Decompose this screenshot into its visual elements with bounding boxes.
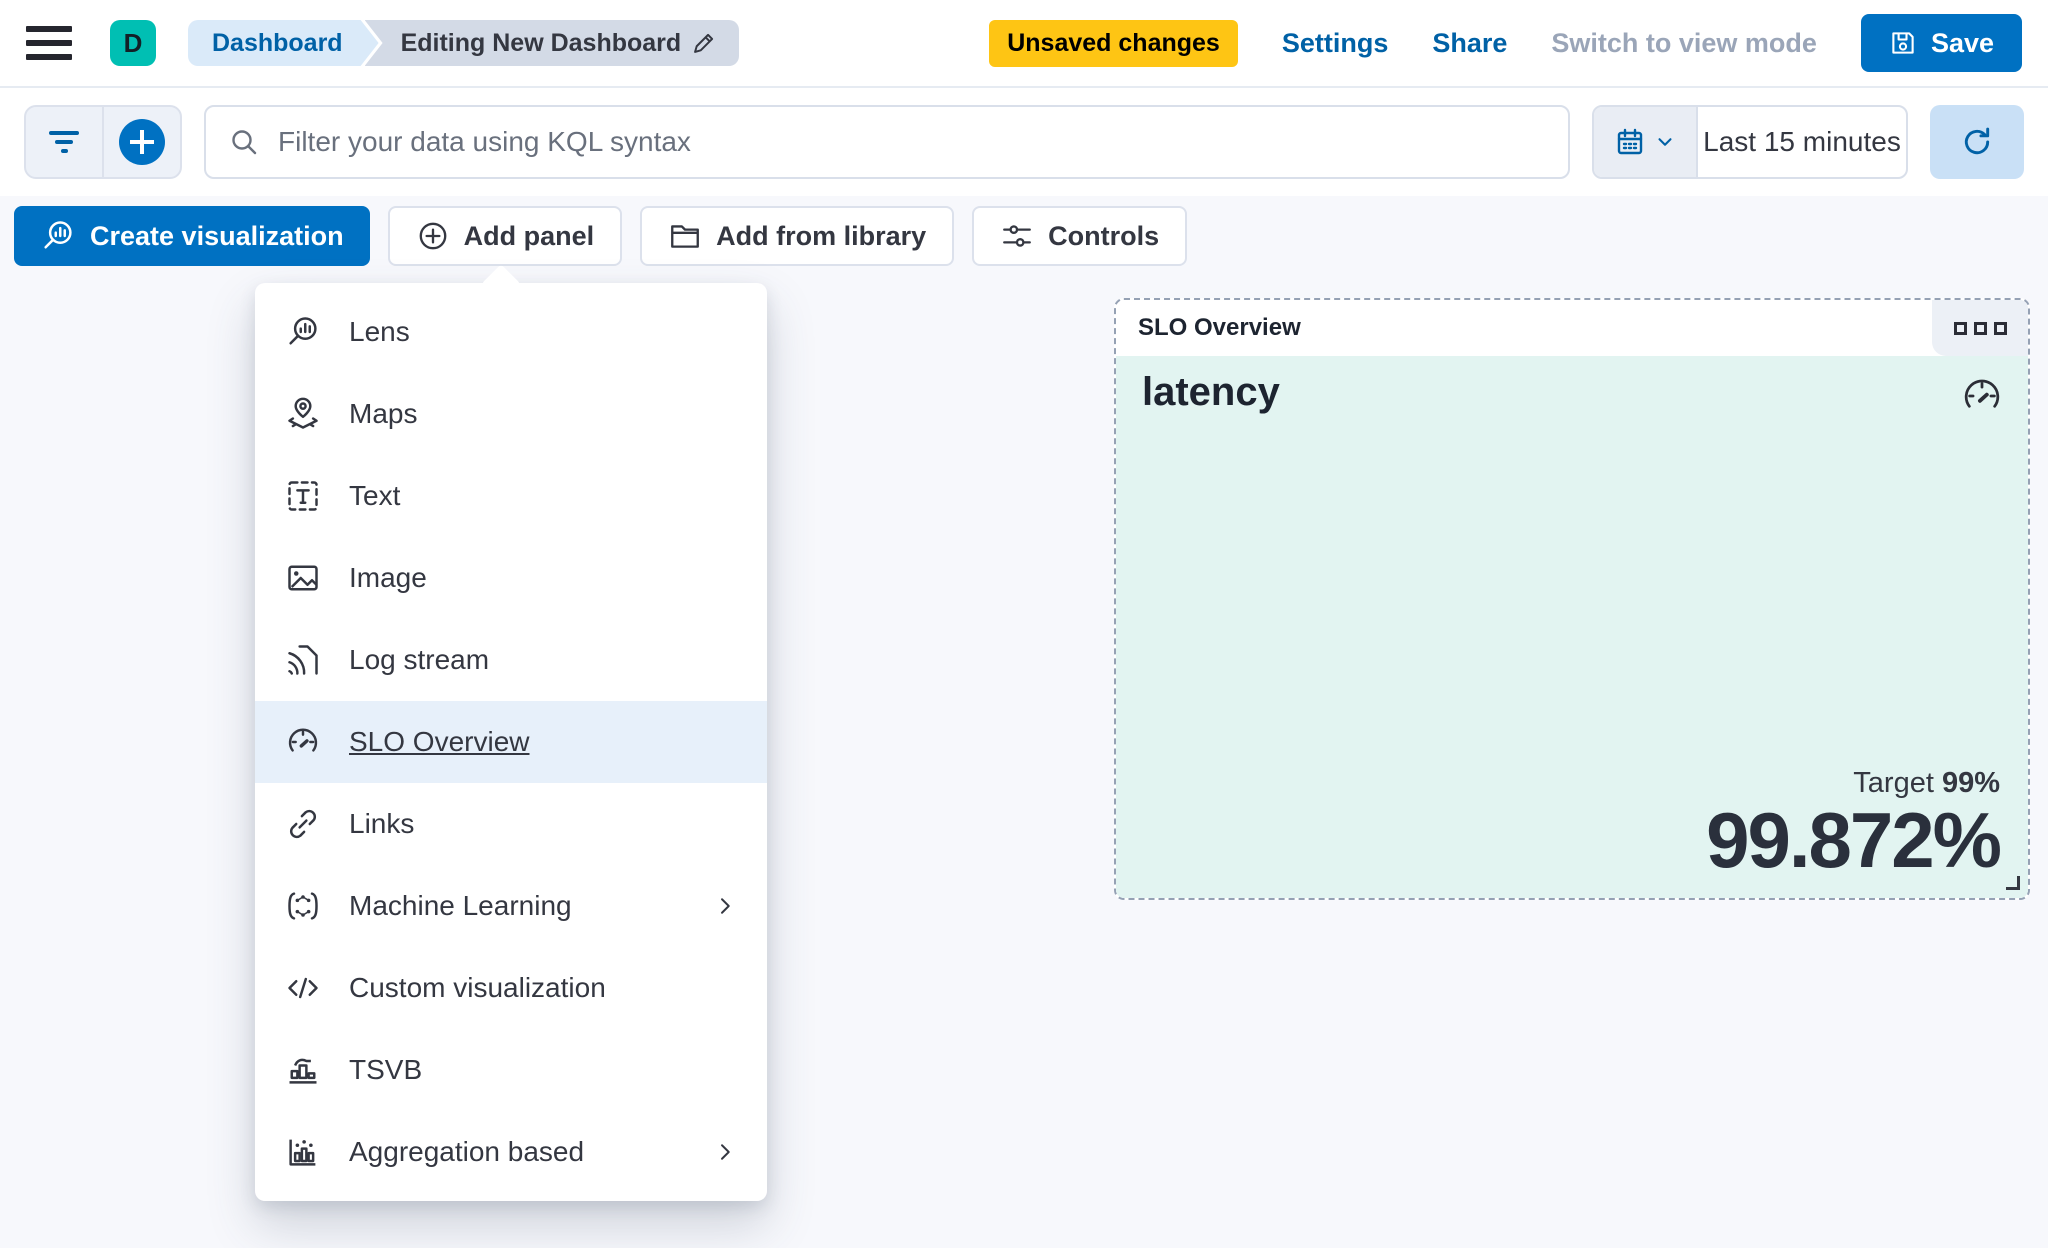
link-icon [289,809,317,839]
slo-value: 99.872% [1706,796,2002,885]
log-stream-icon [288,645,318,675]
menu-item-lens[interactable]: Lens [255,291,767,373]
aggregation-icon [289,1139,316,1166]
kql-search-box [204,105,1570,179]
top-header: D Dashboard Editing New Dashboard Unsave… [0,0,2048,88]
panel-options-icon [1953,321,1967,335]
gauge-icon [1964,379,2000,408]
panel-resize-handle[interactable] [2006,876,2020,890]
gauge-icon [288,728,318,752]
create-visualization-label: Create visualization [90,220,344,251]
breadcrumb: Dashboard Editing New Dashboard [188,20,740,66]
slo-overview-panel[interactable]: SLO Overview latency Target 99% 99.872% [1114,298,2030,900]
add-filter-button[interactable] [104,107,180,177]
menu-item-label: Aggregation based [349,1136,585,1167]
controls-button[interactable]: Controls [972,206,1188,266]
lens-icon [44,221,72,249]
menu-item-links[interactable]: Links [255,783,767,865]
refresh-button[interactable] [1930,105,2024,179]
machine-learning-icon [288,892,318,920]
panel-options-button[interactable] [1932,300,2028,356]
switch-to-view-mode-link[interactable]: Switch to view mode [1551,27,1817,58]
menu-item-label: Text [349,480,401,511]
menu-item-text[interactable]: Text [255,455,767,537]
menu-item-log-stream[interactable]: Log stream [255,619,767,701]
text-icon [288,481,318,511]
menu-hamburger-icon[interactable] [26,26,72,60]
breadcrumb-label: Editing New Dashboard [400,28,682,57]
menu-item-label: Links [349,808,415,839]
date-picker: Last 15 minutes [1592,105,1908,179]
maps-icon [288,397,318,429]
panel-body: latency Target 99% 99.872% [1116,356,2028,898]
dashboard-canvas: Create visualization Add panel Add from … [0,196,2048,1246]
target-label: Target [1853,767,1934,800]
slo-metric-name: latency [1142,370,1280,414]
chevron-down-icon [1658,138,1672,146]
refresh-icon [1964,127,1990,155]
menu-item-label: Lens [349,316,410,347]
panel-title: SLO Overview [1138,314,1301,341]
save-floppy-icon [1892,32,1914,54]
save-button[interactable]: Save [1860,14,2022,72]
menu-item-aggregation-based[interactable]: Aggregation based [255,1111,767,1193]
lens-icon [289,317,317,345]
calendar-icon [1617,128,1643,155]
add-panel-button[interactable]: Add panel [387,206,623,266]
filter-button-group [24,105,182,179]
target-value: 99% [1941,767,2000,800]
add-from-library-button[interactable]: Add from library [640,206,955,266]
search-icon [232,130,257,155]
menu-item-slo-overview[interactable]: SLO Overview [255,701,767,783]
kql-filter-input[interactable] [278,126,1546,158]
menu-item-label: SLO Overview [349,726,530,757]
save-label: Save [1930,27,1994,58]
tsvb-icon [289,1058,317,1084]
share-link[interactable]: Share [1432,27,1508,58]
filter-button[interactable] [26,107,104,177]
add-panel-label: Add panel [463,220,595,251]
menu-item-label: Machine Learning [349,890,572,921]
code-icon [288,977,318,999]
edit-pencil-icon [694,33,714,53]
chevron-right-icon [721,1144,730,1160]
menu-item-machine-learning[interactable]: Machine Learning [255,865,767,947]
menu-item-label: Custom visualization [349,972,606,1003]
controls-sliders-icon [1003,225,1032,247]
breadcrumb-dashboard[interactable]: Dashboard [188,20,379,66]
add-from-library-label: Add from library [716,220,927,251]
date-picker-calendar-button[interactable] [1594,107,1698,177]
menu-item-image[interactable]: Image [255,537,767,619]
plus-circle-icon [119,119,165,165]
menu-item-label: Maps [349,398,418,429]
folder-icon [671,225,700,248]
plus-in-circle-icon [419,222,446,250]
image-icon [288,565,318,591]
settings-link[interactable]: Settings [1281,27,1389,58]
unsaved-changes-badge: Unsaved changes [989,19,1238,67]
menu-item-label: TSVB [349,1054,423,1085]
query-bar: Last 15 minutes [0,88,2048,196]
create-visualization-button[interactable]: Create visualization [14,206,370,266]
menu-item-label: Image [349,562,427,593]
menu-item-custom-visualization[interactable]: Custom visualization [255,947,767,1029]
menu-item-label: Log stream [349,644,490,675]
edit-toolbar: Create visualization Add panel Add from … [14,206,1188,266]
breadcrumb-editing-new-dashboard[interactable]: Editing New Dashboard [364,20,740,66]
filter-icon [49,126,79,158]
add-panel-menu: Lens Maps Text Image [255,264,767,1201]
chevron-right-icon [721,898,730,914]
menu-item-maps[interactable]: Maps [255,373,767,455]
avatar[interactable]: D [110,20,156,66]
controls-label: Controls [1048,220,1160,251]
time-range-button[interactable]: Last 15 minutes [1703,126,1901,157]
menu-item-tsvb[interactable]: TSVB [255,1029,767,1111]
panel-header: SLO Overview [1116,300,2028,356]
